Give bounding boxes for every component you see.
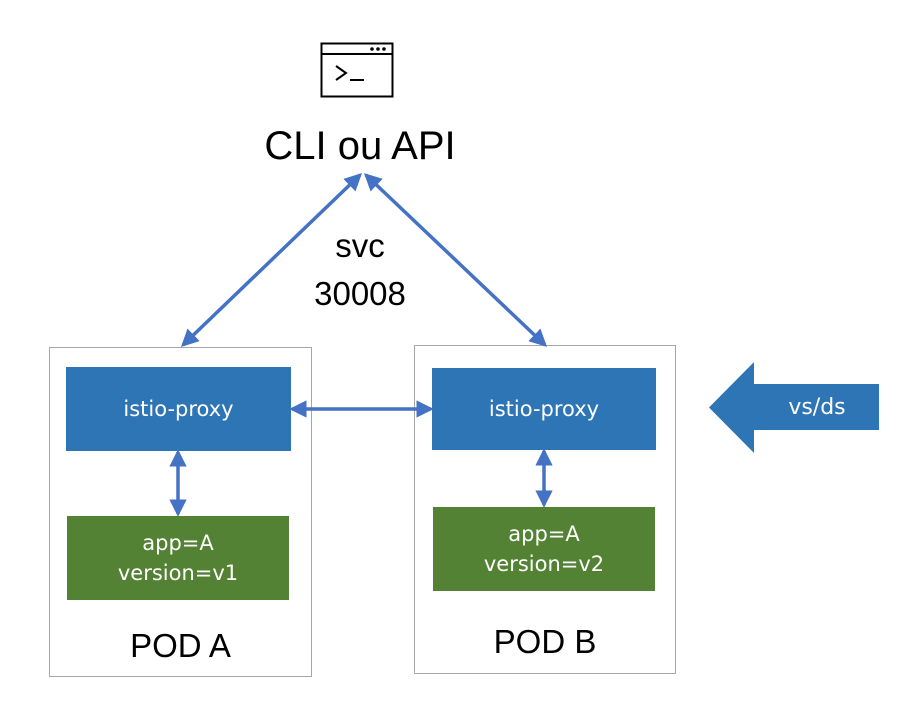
pod-b-istio-proxy: istio-proxy	[432, 368, 656, 450]
pod-a-app-container: app=A version=v1	[67, 516, 289, 600]
vsds-config-arrow	[709, 362, 879, 453]
cli-api-title: CLI ou API	[264, 124, 456, 168]
arrow-cli-to-pod-a	[180, 173, 363, 347]
pod-a-istio-proxy: istio-proxy	[66, 367, 291, 451]
pod-b-label: POD B	[493, 623, 597, 660]
arrow-cli-to-pod-b	[363, 173, 548, 347]
vsds-label: vs/ds	[788, 395, 846, 420]
terminal-icon	[320, 42, 394, 98]
pod-b-app-container: app=A version=v2	[433, 507, 655, 591]
pod-a-label: POD A	[130, 627, 231, 664]
